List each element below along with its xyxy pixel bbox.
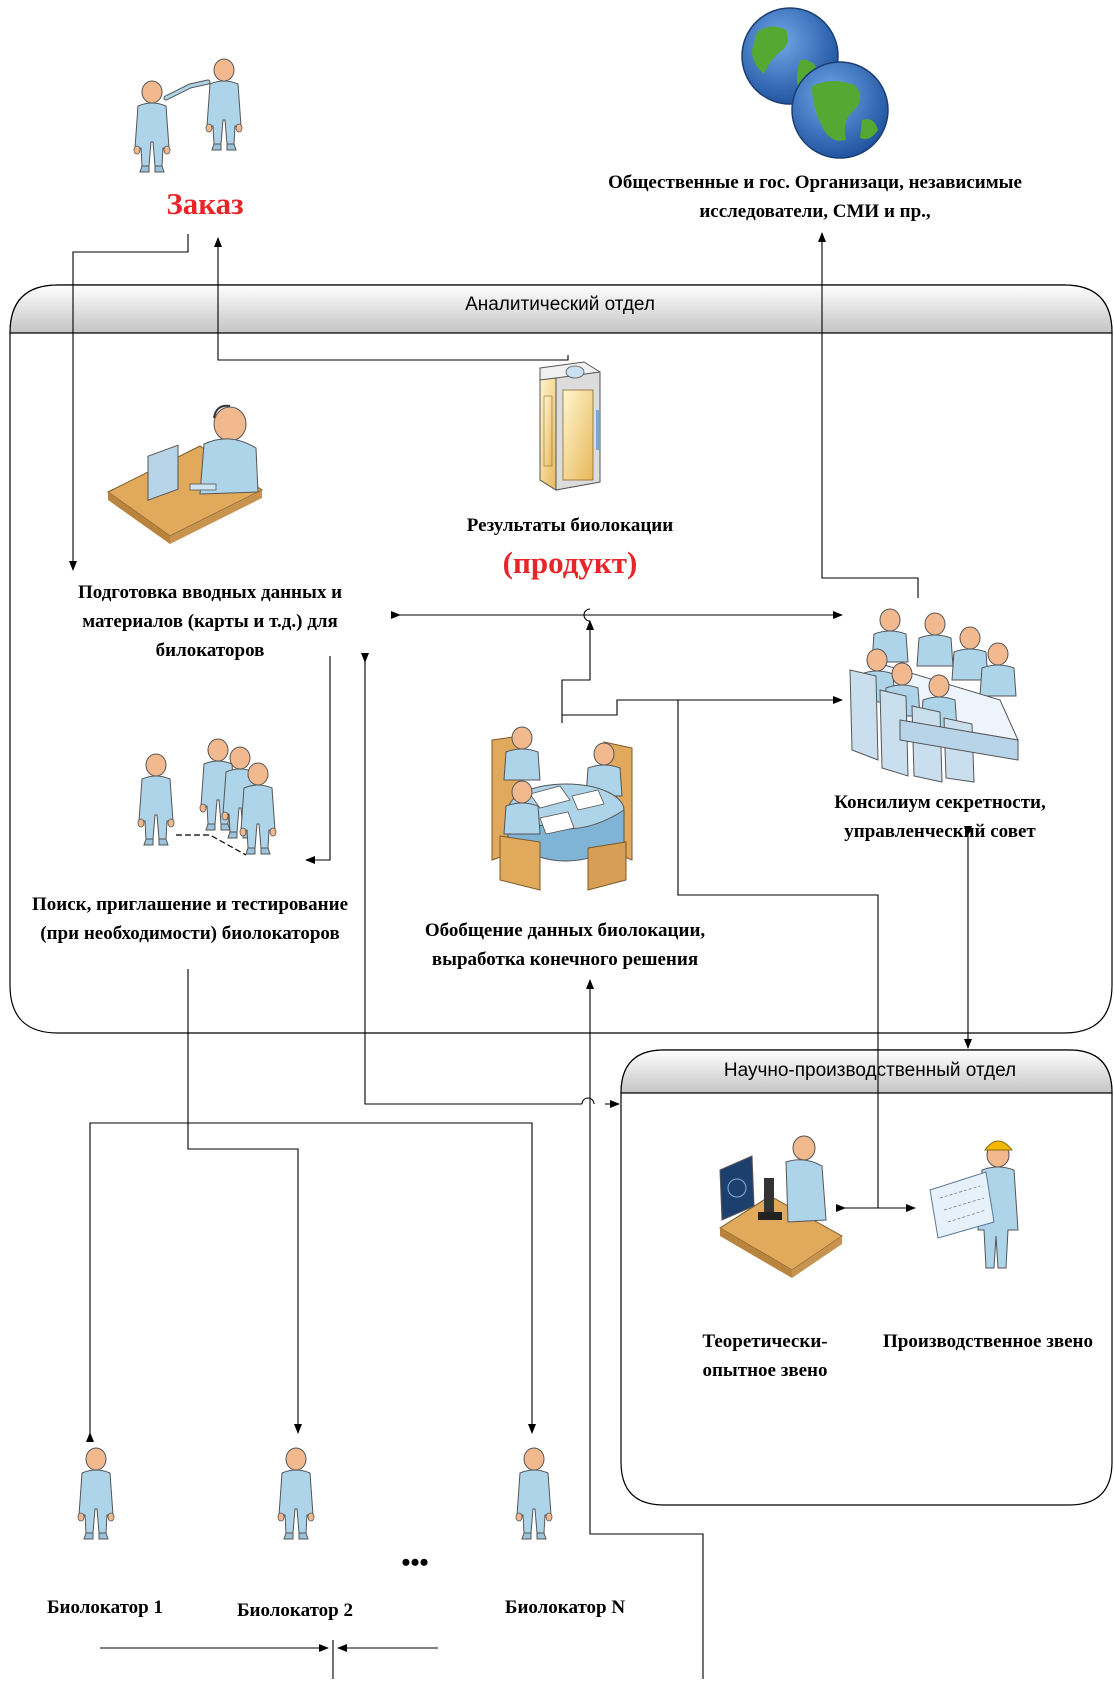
organizations-label: Общественные и гос. Организаци, независи… (608, 172, 1022, 222)
biolocators-to-summary-line (586, 979, 704, 1679)
summary-to-product-line (561, 620, 594, 723)
summary-label: Обобщение данных биолокации, выработка к… (424, 920, 706, 970)
ellipsis: ••• (401, 1548, 429, 1577)
search-to-biolocators-line (187, 969, 302, 1434)
biolocator-n-icon (515, 1447, 553, 1540)
connectors (69, 232, 972, 1679)
order-label: Заказ (166, 186, 244, 221)
scientist-icon (719, 1135, 843, 1278)
search-label: Поиск, приглашение и тестирование (при н… (31, 894, 349, 944)
council-label: Консилиум секретности, управленческий со… (834, 792, 1046, 842)
analytic-department-title: Аналитический отдел (465, 294, 655, 315)
biolocator-n-label: Биолокатор N (504, 1597, 626, 1618)
results-to-order-line (214, 237, 569, 361)
council-table-icon (849, 608, 1019, 783)
product-label: (продукт) (502, 545, 638, 580)
server-icon (539, 361, 601, 491)
order-to-prep-line (69, 234, 189, 571)
council-to-units-line (677, 700, 879, 1208)
globe-icon (741, 7, 889, 159)
council-to-orgs-line (818, 232, 919, 598)
analytic-panel (9, 284, 1113, 1034)
production-unit-label: Производственное звено (883, 1331, 1093, 1352)
results-label: Результаты биолокации (466, 515, 674, 536)
research-department-title: Научно-производственный отдел (723, 1060, 1017, 1081)
biolocator-2-icon (277, 1447, 315, 1540)
engineer-icon (929, 1140, 1019, 1269)
biolocator-1-icon (77, 1447, 115, 1540)
round-table-meeting-icon (491, 726, 633, 891)
research-panel (620, 1049, 1113, 1506)
input-prep-label: Подготовка вводных данных и материалов (… (77, 582, 343, 661)
biolocator-1-label: Биолокатор 1 (47, 1597, 163, 1618)
handshake-icon (133, 58, 243, 173)
prep-to-search-line (305, 656, 331, 864)
biolocator-2-label: Биолокатор 2 (237, 1600, 353, 1621)
summary-to-council-line (562, 696, 843, 716)
operator-at-desk-icon (107, 404, 263, 544)
people-group-icon (137, 738, 277, 856)
theory-unit-label: Теоретически-опытное звено (702, 1331, 828, 1381)
prep-to-research-line (364, 660, 582, 1105)
